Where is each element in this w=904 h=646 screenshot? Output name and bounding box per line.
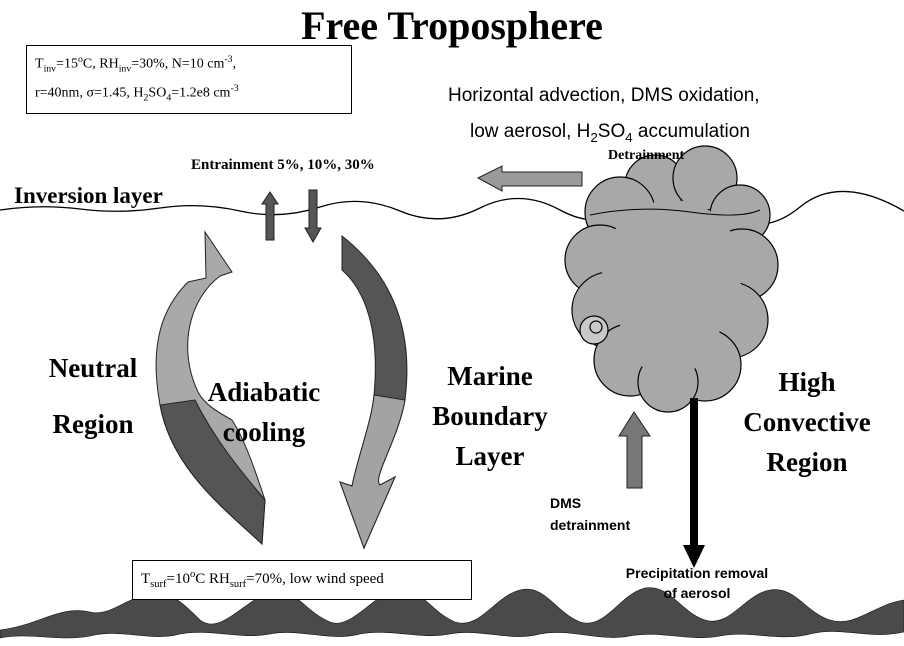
inversion-conditions-box: Tinv=15oC, RHinv=30%, N=10 cm-3, r=40nm,… bbox=[26, 45, 352, 114]
adiabatic-cooling-label: Adiabatic cooling bbox=[207, 377, 321, 447]
inversion-layer-label: Inversion layer bbox=[14, 183, 163, 208]
precipitation-arrow bbox=[683, 398, 705, 568]
detrainment-label: Detrainment bbox=[608, 148, 685, 163]
detrainment-arrow bbox=[476, 165, 583, 192]
inversion-conditions-line1: Tinv=15oC, RHinv=30%, N=10 cm-3, bbox=[35, 54, 237, 75]
horizontal-advection-line1: Horizontal advection, DMS oxidation, bbox=[448, 85, 760, 106]
neutral-region-label: Neutral Region bbox=[48, 353, 138, 439]
dms-detrainment-label: DMS detrainment bbox=[550, 495, 631, 533]
dms-detrainment-arrow bbox=[618, 411, 651, 489]
surface-conditions-box: Tsurf=10oC RHsurf=70%, low wind speed bbox=[132, 560, 472, 600]
cloud-shape bbox=[564, 145, 779, 413]
precipitation-removal-label: Precipitation removal of aerosol bbox=[625, 565, 769, 601]
marine-boundary-layer-label: Marine Boundary Layer bbox=[432, 361, 548, 471]
diagram-title: Free Troposphere bbox=[301, 3, 603, 48]
entrainment-label: Entrainment 5%, 10%, 30% bbox=[191, 157, 375, 173]
inversion-conditions-line2: r=40nm, σ=1.45, H2SO4=1.2e8 cm-3 bbox=[35, 83, 239, 104]
entrainment-up-arrow bbox=[261, 191, 279, 241]
entrainment-down-arrow bbox=[304, 189, 322, 244]
horizontal-advection-line2: low aerosol, H2SO4 accumulation bbox=[470, 121, 750, 145]
high-convective-region-label: High Convective Region bbox=[743, 367, 871, 477]
